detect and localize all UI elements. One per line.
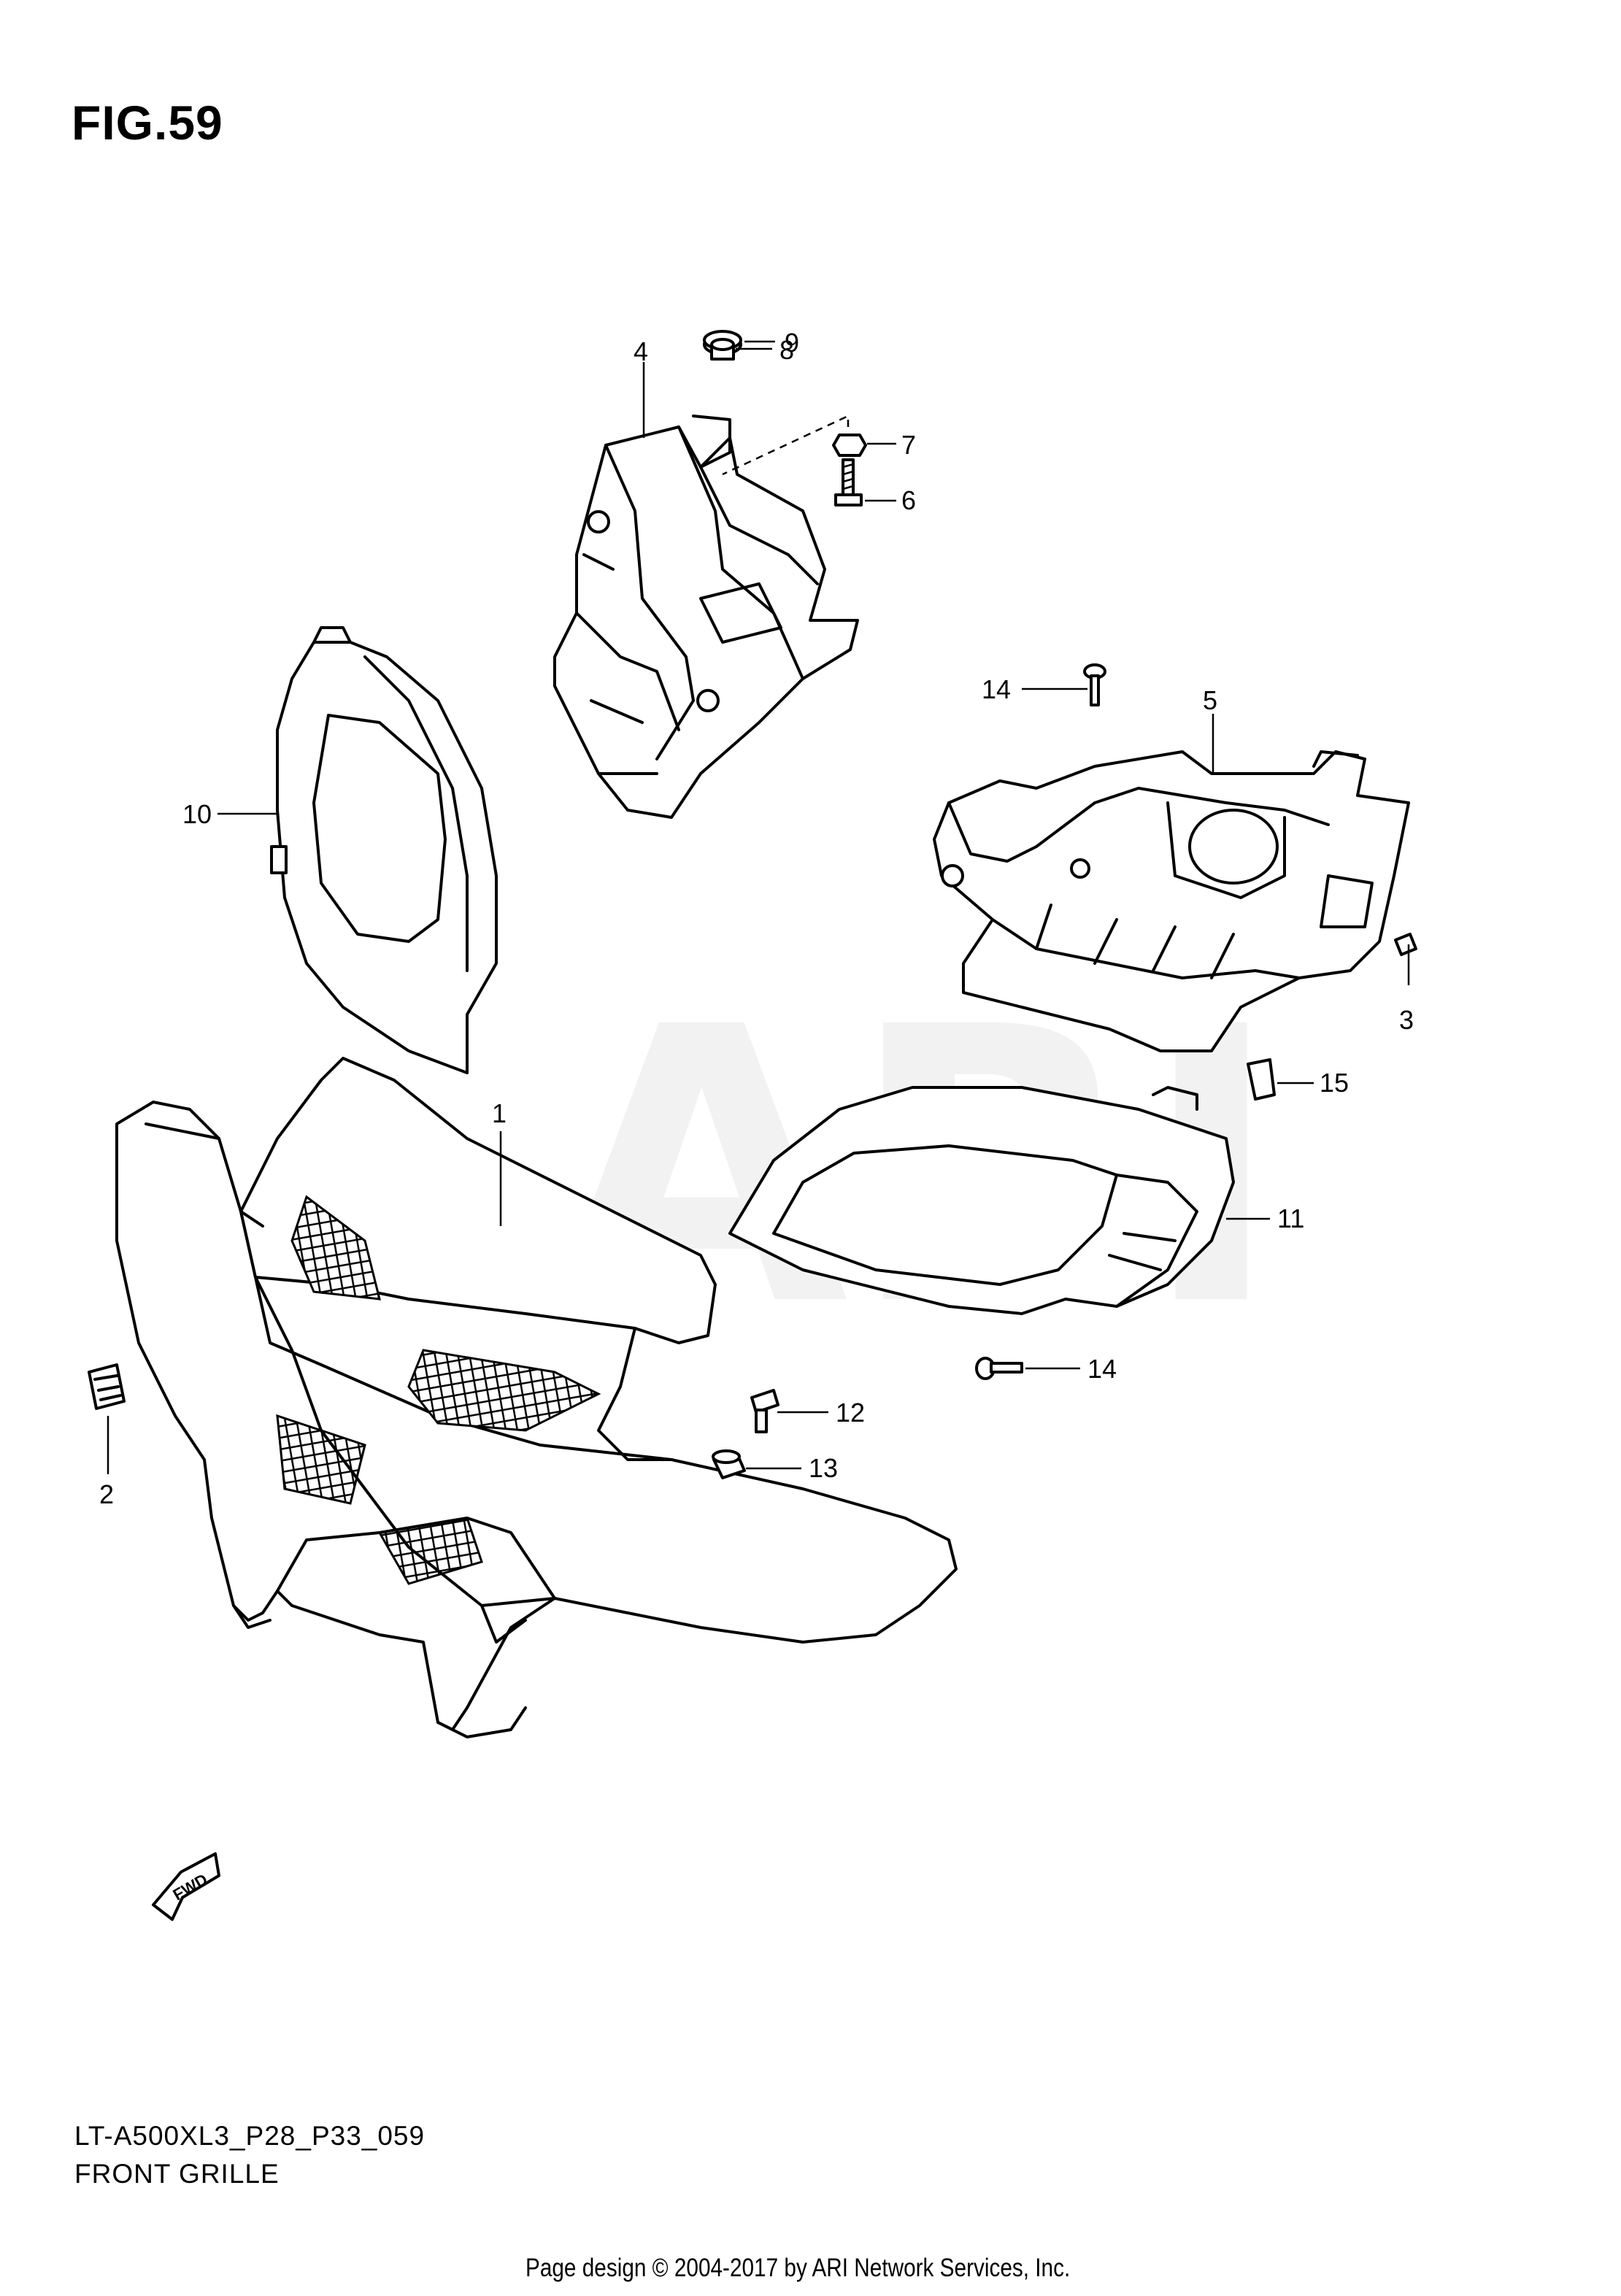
callout-11: 11 (1277, 1203, 1304, 1233)
part-2-emblem (88, 1363, 126, 1410)
model-code: LT-A500XL3_P28_P33_059 (74, 2121, 426, 2151)
part-11-right-bezel (728, 1086, 1235, 1315)
callout-14-bottom: 14 (1087, 1354, 1117, 1384)
callout-3: 3 (1399, 1005, 1414, 1035)
callout-5: 5 (1203, 685, 1217, 715)
callout-9: 9 (785, 328, 799, 358)
part-1-front-grille (115, 1057, 958, 1738)
callout-14-top: 14 (982, 674, 1011, 704)
callout-7: 7 (901, 430, 916, 460)
hardware-parts (152, 330, 1417, 1921)
figure-title: FIG.59 (72, 96, 223, 150)
leader-lines (107, 340, 1410, 1474)
callout-1: 1 (492, 1098, 507, 1128)
callout-10: 10 (182, 799, 212, 829)
figure-description: FRONT GRILLE (74, 2159, 280, 2189)
part-5-lower-housing (933, 750, 1410, 1052)
part-4-upper-housing (553, 415, 859, 819)
callout-2: 2 (99, 1479, 114, 1509)
copyright-footer: Page design © 2004-2017 by ARI Network S… (525, 2254, 1071, 2282)
callout-13: 13 (809, 1453, 838, 1483)
callout-8: 8 (779, 335, 794, 365)
callout-labels: 9 8 7 6 4 14 5 3 15 11 14 12 13 1 10 2 (99, 328, 1414, 1509)
callout-15: 15 (1320, 1068, 1349, 1098)
callout-4: 4 (634, 336, 648, 366)
callout-12: 12 (836, 1398, 865, 1428)
callout-6: 6 (901, 485, 916, 515)
part-10-left-bezel (270, 626, 498, 1074)
